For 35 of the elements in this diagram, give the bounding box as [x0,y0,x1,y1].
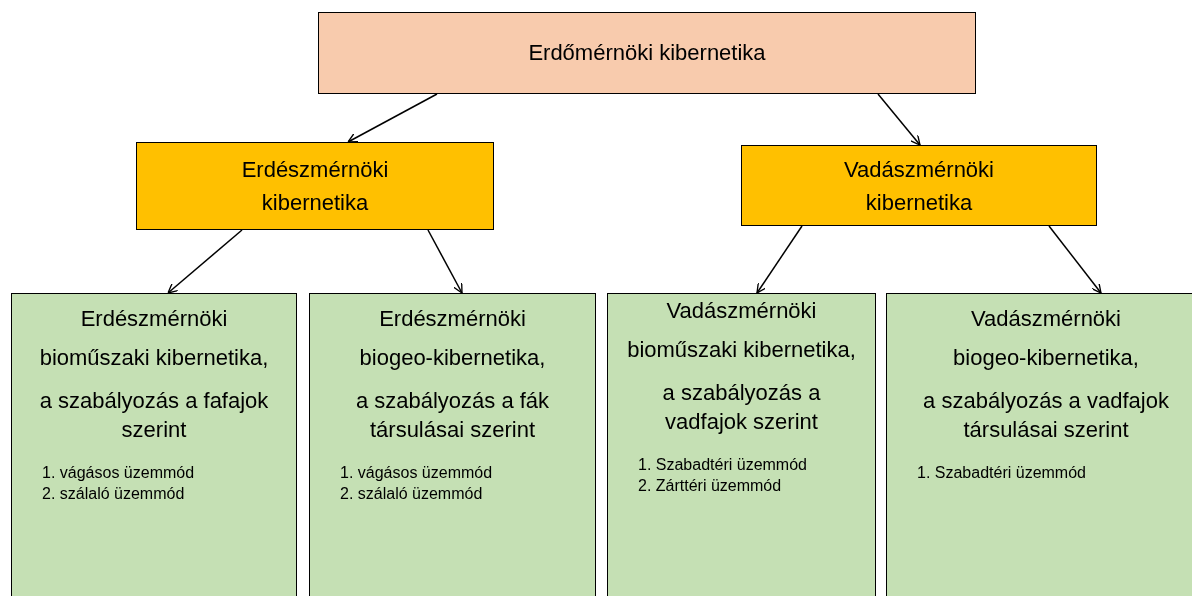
box-label: a szabályozás a vadfajok szerint [661,379,822,436]
arrow [427,229,463,294]
box-label: Vadászmérnöki kibernetika [843,155,995,217]
box-label: a szabályozás a fafajok szerint [38,387,270,444]
subcategory-box [607,293,876,596]
box-label: Erdészmérnöki kibernetika [240,156,390,217]
box-label: biogeo-kibernetika, [953,344,1139,372]
arrow [1048,225,1102,294]
box-heading: Vadászmérnöki [666,297,817,325]
list-item: 1. vágásos üzemmód [340,463,493,483]
arrow [877,93,921,146]
list-item: 1. Szabadtéri üzemmód [917,463,1086,483]
category-box [741,145,1097,226]
list-item: 1. Szabadtéri üzemmód [638,455,807,475]
subcategory-box [309,293,596,596]
list-item: 1. vágásos üzemmód [42,463,195,483]
box-heading: Erdészmérnöki [379,305,526,333]
box-label: a szabályozás a fák társulásai szerint [354,387,551,444]
box-label: a szabályozás a vadfajok társulásai szerint [922,387,1170,444]
title-box [318,12,976,94]
subcategory-box [11,293,297,596]
subcategory-box [886,293,1192,596]
box-label: bioműszaki kibernetika, [39,344,269,372]
box-label: bioműszaki kibernetika, [627,336,856,364]
box-heading: Erdészmérnöki [80,305,228,333]
category-box [136,142,494,230]
box-heading: Vadászmérnöki [971,305,1121,333]
list-item: 2. szálaló üzemmód [340,484,483,504]
list-item: 2. szálaló üzemmód [42,484,185,504]
arrow [756,225,803,294]
arrow [167,229,243,294]
list-item: 2. Zárttéri üzemmód [638,476,782,496]
box-label: Erdőmérnöki kibernetika [528,40,766,66]
arrow [347,93,438,143]
box-label: biogeo-kibernetika, [359,344,546,372]
